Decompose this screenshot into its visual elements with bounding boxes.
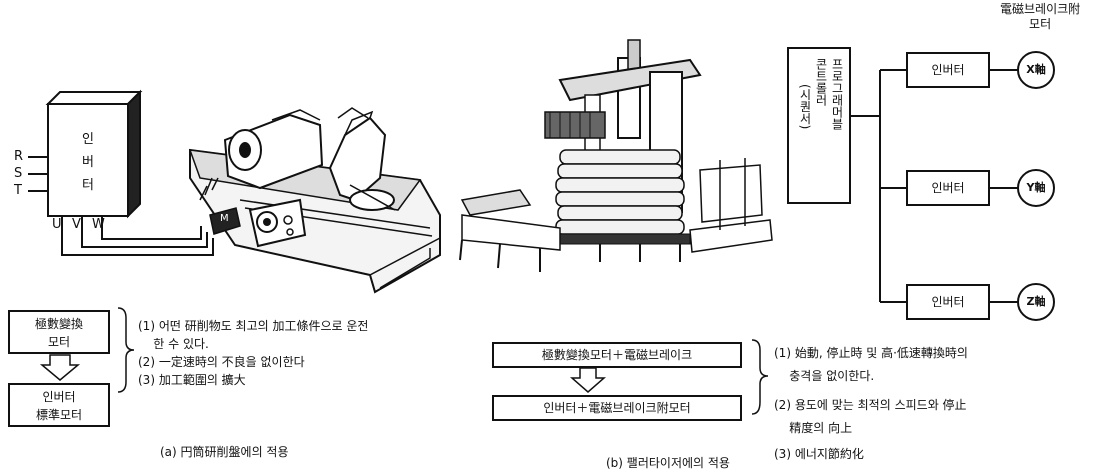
after-box-b: 인버터＋電磁브레이크附모터 — [492, 395, 742, 421]
y-axis-motor-label: Y軸 — [1026, 181, 1046, 194]
note-b-2b: 精度의 向上 — [774, 421, 853, 435]
note-a-3: (3) 加工範圍의 擴大 — [138, 373, 246, 387]
inverter-x-box: 인버터 — [906, 52, 990, 88]
note-b-1b: 충격을 없이한다. — [774, 369, 875, 383]
before-box-a: 極數變換 모터 — [8, 310, 110, 354]
caption-b: (b) 팰러타이저에의 적용 — [606, 456, 730, 470]
inverter-z-box: 인버터 — [906, 284, 990, 320]
after-box-a: 인버터 標準모터 — [8, 383, 110, 427]
inverter-a-label: 인 버 터 — [82, 132, 94, 193]
note-b-1: (1) 始動, 停止時 및 高·低速轉換時의 — [774, 346, 968, 360]
phase-r-label: R — [14, 149, 24, 164]
note-a-2: (2) 一定速時의 不良을 없이한다 — [138, 355, 305, 369]
inverter-y-box: 인버터 — [906, 170, 990, 206]
phase-t-label: T — [14, 183, 22, 198]
note-a-1: (1) 어떤 研削物도 최고의 加工條件으로 운전 — [138, 319, 369, 333]
note-a-1b: 한 수 있다. — [138, 337, 209, 351]
note-b-2: (2) 용도에 맞는 최적의 스피드와 停止 — [774, 398, 967, 412]
motor-m-label: M — [220, 213, 229, 224]
phase-u-label: U — [52, 217, 62, 232]
before-box-b: 極數變換모터＋電磁브레이크 — [492, 342, 742, 368]
phase-s-label: S — [14, 166, 23, 181]
brake-motor-label: 電磁브레이크附 모터 — [1000, 2, 1081, 31]
programmable-controller-label: 프로그래머블 콘트롤러 (시퀀서) — [798, 58, 844, 130]
note-b-3: (3) 에너지節約化 — [774, 447, 864, 461]
caption-a: (a) 円筒研削盤에의 적용 — [160, 445, 289, 459]
x-axis-motor-label: X軸 — [1026, 63, 1046, 76]
phase-v-label: V — [72, 217, 81, 232]
phase-w-label: W — [92, 217, 105, 232]
z-axis-motor-label: Z軸 — [1026, 295, 1046, 308]
